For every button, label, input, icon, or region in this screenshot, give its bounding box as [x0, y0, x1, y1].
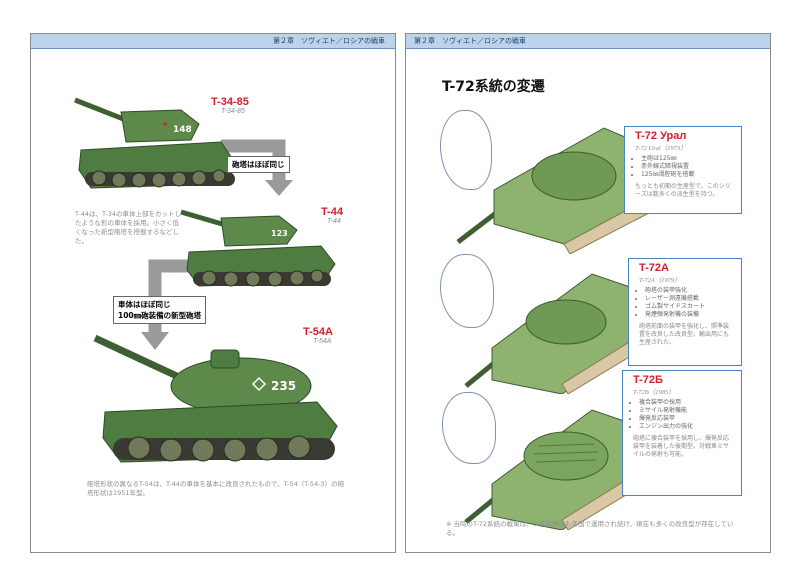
tank-t44-illustration: 123 — [180, 209, 336, 287]
t44-label: T-44 — [321, 206, 344, 218]
t54a-turret-number: 235 — [271, 379, 296, 393]
callout-turret-same: 砲塔はほぼ同じ — [227, 156, 290, 173]
page-title: T-72系統の変遷 — [442, 79, 545, 95]
callout-hull-same: 車体はほぼ同じ 100㎜砲装備の新型砲塔 — [113, 296, 207, 324]
variant-name-t72a: T-72A — [639, 262, 669, 274]
variant-name-t72-ural: T-72 Урал — [635, 130, 687, 142]
bullet: 主砲は125㎜ — [641, 155, 741, 163]
t54a-sublabel: T-54A — [313, 338, 332, 345]
t72a-turret-diagram — [440, 254, 494, 328]
bullet: 赤外線式暗視装置 — [641, 163, 741, 171]
t72-ural-turret-diagram — [440, 110, 492, 190]
t34-85-label: T-34-85 — [211, 96, 249, 108]
variant-bullets-t72b: 複合装甲の採用 ミサイル発射機能 爆発反応装甲 エンジン出力の強化 — [623, 399, 741, 431]
variant-box-t72a: T-72A T-72A（1979） 砲塔の装甲強化 レーザー測遠機搭載 ゴム製サ… — [628, 258, 742, 366]
footer-note: ※ 当時のT-72系統の戦車は、ソ連崩壊後も各国で運用され続け、現在も多くの改良… — [446, 520, 734, 537]
t54-description: 砲塔形状の異なるT-54は、T-44の車体を基本に改良されたもので、T-54（T… — [87, 480, 345, 497]
t72b-turret-diagram — [442, 392, 496, 464]
bullet: 発煙弾発射機の装備 — [645, 311, 741, 319]
bullet: 125㎜滑腔砲を搭載 — [641, 171, 741, 179]
bullet: 複合装甲の採用 — [639, 399, 741, 407]
bullet: エンジン出力の強化 — [639, 423, 741, 431]
variant-bullets-t72-ural: 主砲は125㎜ 赤外線式暗視装置 125㎜滑腔砲を搭載 — [625, 155, 741, 179]
tank-t54a-illustration: 235 — [93, 334, 338, 463]
variant-box-t72-ural: T-72 Урал T-72 Ural（1973） 主砲は125㎜ 赤外線式暗視… — [624, 126, 742, 214]
t44-description: T-44は、T-34の車体上部をカットしたような形の車体を採用。小さく低くなった… — [75, 210, 181, 245]
chapter-header-left: 第２章 ソヴィエト／ロシアの戦車 — [31, 34, 395, 49]
left-page: 第２章 ソヴィエト／ロシアの戦車 148 T-34-85 T-34-85 砲塔は… — [30, 33, 396, 553]
variant-sub-t72-ural: T-72 Ural（1973） — [635, 145, 687, 152]
chapter-header-right: 第２章 ソヴィエト／ロシアの戦車 — [406, 34, 770, 49]
variant-bullets-t72a: 砲塔の装甲強化 レーザー測遠機搭載 ゴム製サイドスカート 発煙弾発射機の装備 — [629, 287, 741, 319]
bullet: 爆発反応装甲 — [639, 415, 741, 423]
t44-sublabel: T-44 — [327, 218, 341, 225]
callout-hull-line1: 車体はほぼ同じ — [118, 300, 171, 309]
bullet: ミサイル発射機能 — [639, 407, 741, 415]
variant-desc-t72-ural: もっとも初期の生産型で、このシリーズは数多くの派生型を持つ。 — [635, 183, 731, 198]
callout-hull-line2: 100㎜砲装備の新型砲塔 — [118, 311, 202, 320]
t54a-label: T-54A — [303, 326, 333, 338]
bullet: ゴム製サイドスカート — [645, 303, 741, 311]
t34-85-sublabel: T-34-85 — [221, 108, 245, 115]
arrow-turret-head — [265, 180, 293, 196]
bullet: 砲塔の装甲強化 — [645, 287, 741, 295]
bullet: レーザー測遠機搭載 — [645, 295, 741, 303]
variant-sub-t72b: T-72B（1985） — [633, 389, 675, 396]
variant-desc-t72a: 砲塔前面の装甲を強化し、照準装置を改良した改良型。輸出用にも生産された。 — [639, 323, 730, 346]
t44-turret-number: 123 — [271, 229, 288, 238]
variant-sub-t72a: T-72A（1979） — [639, 277, 681, 284]
variant-name-t72b: T-72Б — [633, 374, 663, 386]
tank-t34-85-illustration: 148 — [74, 97, 237, 189]
right-page: 第２章 ソヴィエト／ロシアの戦車 T-72系統の変遷 T-72 Урал T-7… — [405, 33, 771, 553]
variant-desc-t72b: 砲塔に複合装甲を採用し、爆発反応装甲を装着した後期型。対戦車ミサイルの発射も可能… — [633, 435, 730, 458]
arrow-hull-head — [141, 332, 169, 350]
variant-box-t72b: T-72Б T-72B（1985） 複合装甲の採用 ミサイル発射機能 爆発反応装… — [622, 370, 742, 496]
t34-turret-number: 148 — [173, 125, 192, 135]
